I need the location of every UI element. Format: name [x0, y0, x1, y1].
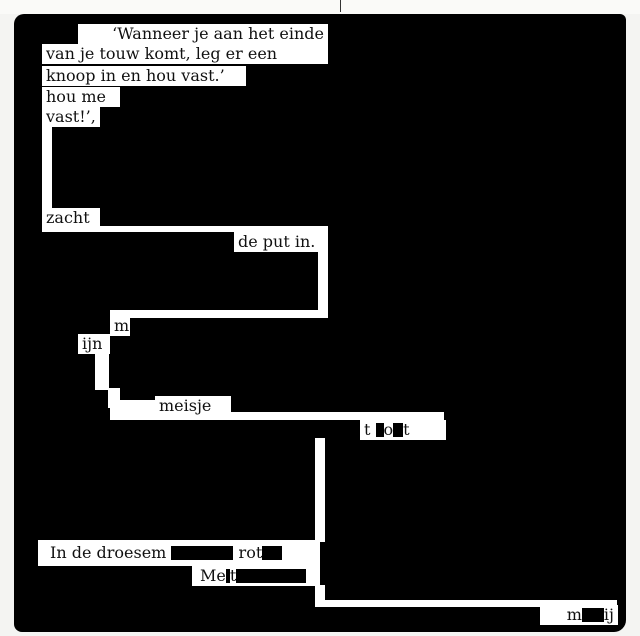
white-path — [110, 412, 444, 420]
white-path — [42, 126, 52, 214]
redaction — [262, 546, 283, 560]
poem-line: van je touw komt, leg er een — [42, 44, 328, 64]
poem-line: ‘Wanneer je aan het einde — [78, 24, 328, 44]
fragment: m — [566, 605, 582, 624]
redaction — [236, 569, 307, 583]
poem-line: m — [110, 316, 130, 336]
fragment: t — [229, 566, 237, 585]
fragment: rot — [238, 543, 263, 562]
white-path — [110, 400, 158, 412]
white-path — [42, 226, 328, 232]
white-path — [315, 585, 325, 605]
fragment: t — [364, 420, 371, 439]
fragment: o — [383, 420, 394, 439]
fragment: ij — [603, 605, 614, 624]
white-path — [110, 310, 328, 318]
poem-line: vast!’, — [42, 107, 100, 127]
white-path — [95, 352, 109, 390]
poem-line: In de droesem rot — [38, 540, 320, 566]
poem-line: ijn — [78, 334, 110, 354]
redaction — [581, 608, 604, 622]
fragment: Me — [200, 566, 226, 585]
poem-line: meisje — [155, 396, 231, 416]
fragment: t — [403, 420, 410, 439]
poem-line: m ij — [540, 605, 618, 625]
white-path — [315, 600, 617, 607]
column-divider — [340, 0, 341, 12]
newspaper-edge — [0, 0, 640, 14]
redaction — [393, 423, 404, 437]
white-path — [315, 438, 325, 542]
poem-line: zacht — [42, 208, 100, 228]
white-path — [318, 252, 328, 318]
redaction — [225, 569, 230, 583]
fragment: In de droesem — [50, 543, 167, 562]
poem-line: de put in. — [234, 232, 328, 252]
poem-line: hou me — [42, 87, 120, 107]
redaction — [171, 546, 234, 560]
poem-line: knoop in en hou vast.’ — [42, 66, 246, 86]
redaction — [375, 423, 384, 437]
